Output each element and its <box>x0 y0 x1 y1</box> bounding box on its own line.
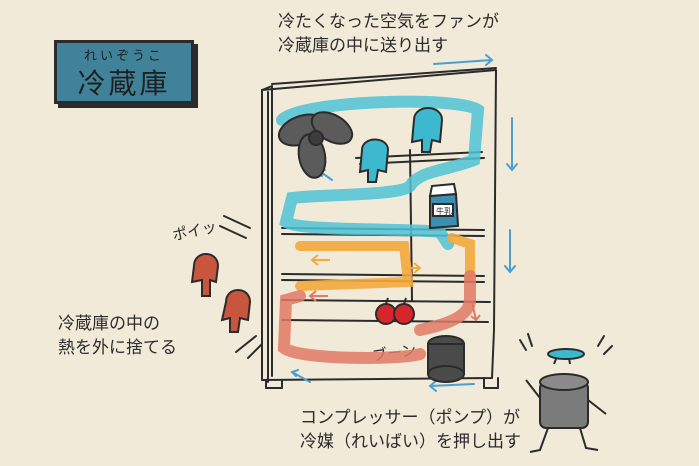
flow-arrow-top <box>434 55 492 65</box>
compressor-icon <box>428 336 464 382</box>
motion-line-2 <box>236 336 262 358</box>
cold-character-1 <box>360 140 388 183</box>
heat-character-2 <box>222 290 250 332</box>
flow-arrow-right-2 <box>505 230 515 272</box>
milk-label: 牛乳 <box>436 206 452 216</box>
motion-line-1 <box>220 216 250 238</box>
warm-arrow-2 <box>312 255 330 265</box>
heat-character-1 <box>192 254 218 296</box>
milk-carton-icon <box>430 184 458 228</box>
cold-character-2 <box>412 108 442 152</box>
flow-arrow-right-1 <box>507 118 517 170</box>
fridge-top-edge <box>272 68 496 84</box>
fridge-foot-right <box>484 378 498 388</box>
fridge-left-side <box>262 86 272 382</box>
compressor-mascot <box>526 349 606 452</box>
